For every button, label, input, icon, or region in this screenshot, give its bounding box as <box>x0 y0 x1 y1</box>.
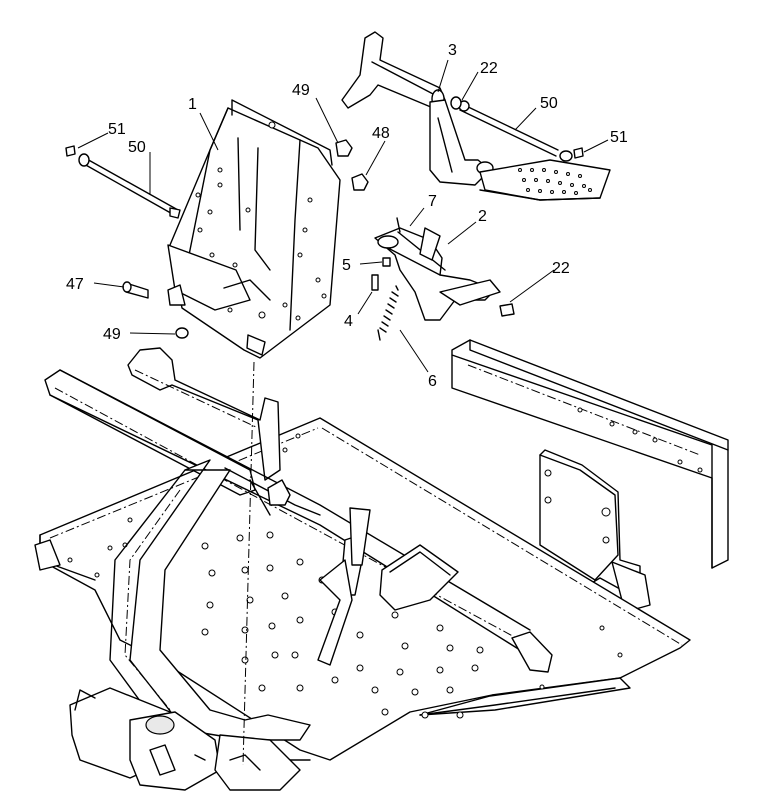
callout-48: 48 <box>372 125 390 142</box>
fasteners <box>65 96 515 341</box>
assembly-centerline <box>242 361 255 766</box>
callout-labels: 1 3 22 50 51 49 48 51 50 7 2 5 22 47 4 4… <box>66 42 628 390</box>
pedal <box>374 227 501 321</box>
callout-50: 50 <box>540 95 558 112</box>
callout-7: 7 <box>428 193 437 210</box>
callout-22: 22 <box>552 260 570 277</box>
callout-51: 51 <box>610 129 628 146</box>
callout-22: 22 <box>480 60 498 77</box>
callout-47: 47 <box>66 276 84 293</box>
leader-lines <box>77 59 609 373</box>
callout-49: 49 <box>103 326 121 343</box>
main-frame <box>34 339 729 791</box>
pedal-shaft-assembly <box>341 31 611 201</box>
callout-2: 2 <box>478 208 487 225</box>
callout-50: 50 <box>128 139 146 156</box>
pedal-mount-bracket <box>167 99 341 359</box>
callout-51: 51 <box>108 121 126 138</box>
callout-6: 6 <box>428 373 437 390</box>
callout-1: 1 <box>188 96 197 113</box>
callout-5: 5 <box>342 257 351 274</box>
callout-3: 3 <box>448 42 457 59</box>
callout-49: 49 <box>292 82 310 99</box>
callout-4: 4 <box>344 313 353 330</box>
